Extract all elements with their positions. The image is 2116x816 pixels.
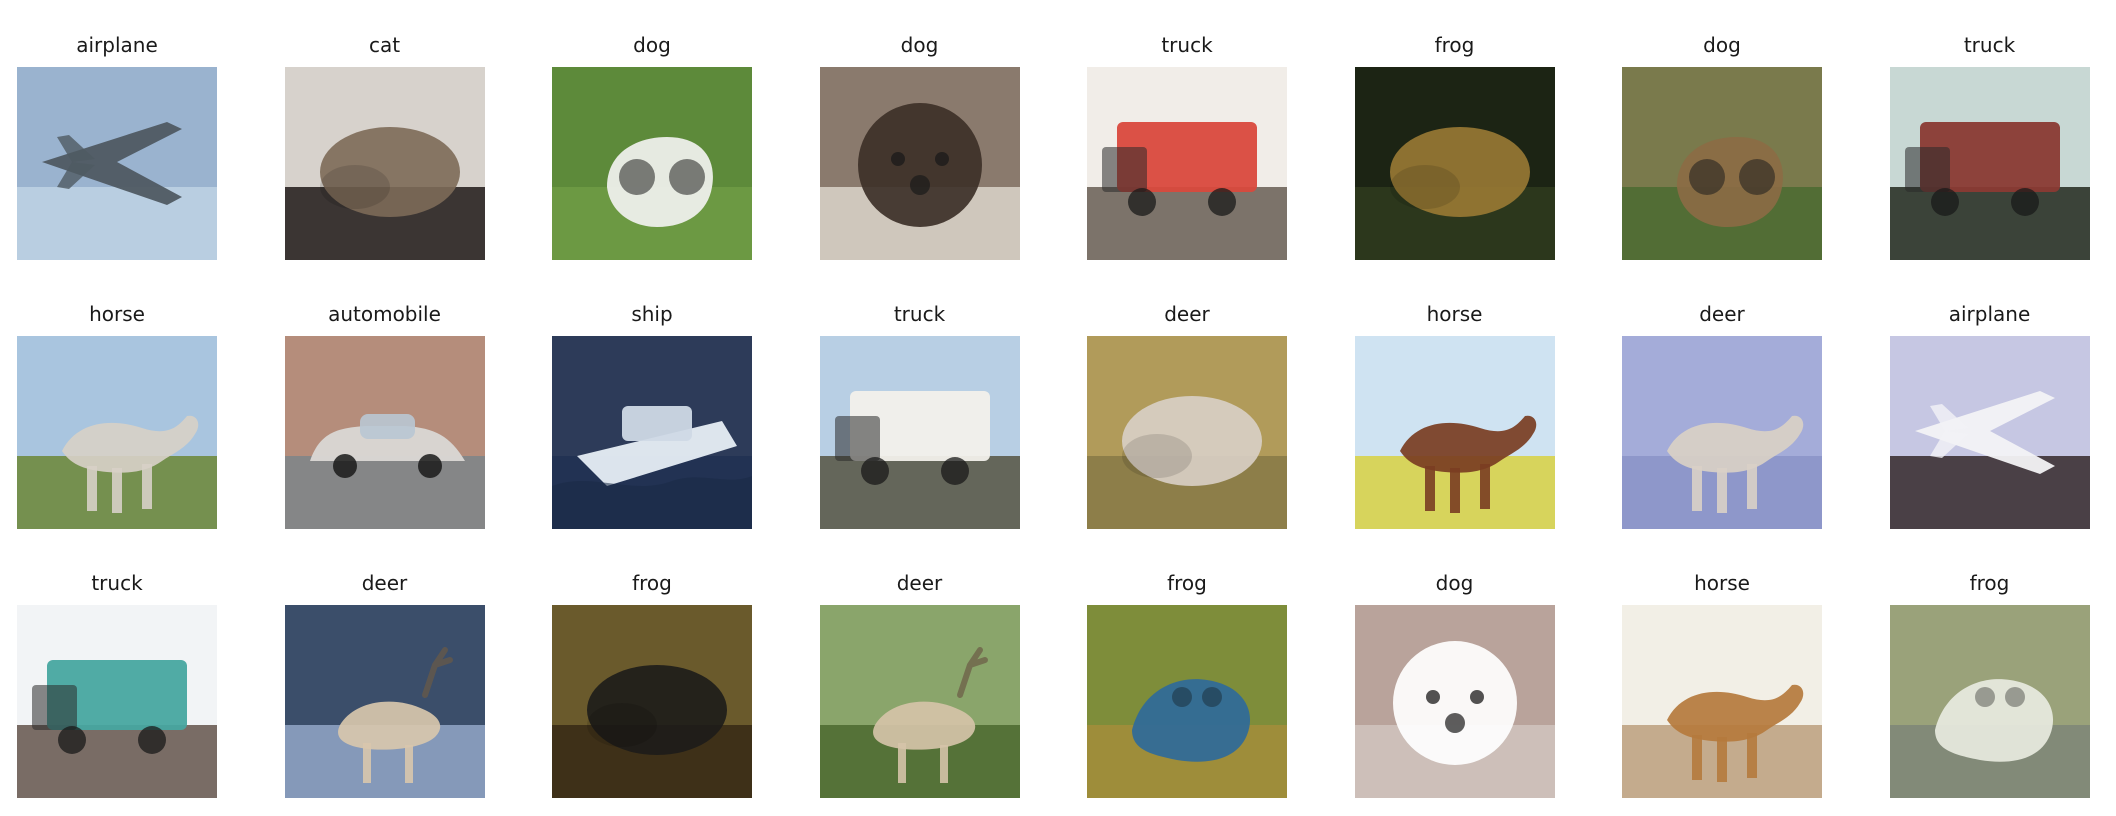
- sample-tile: dog: [552, 33, 752, 261]
- sample-image: [1087, 605, 1287, 798]
- sample-label: frog: [632, 571, 672, 595]
- sample-label: frog: [1969, 571, 2010, 595]
- sample-tile: cat: [284, 33, 485, 261]
- sample-tile: truck: [1889, 33, 2090, 261]
- sample-tile: ship: [552, 302, 752, 530]
- sample-label: dog: [1435, 571, 1474, 595]
- sample-image: [1622, 336, 1822, 529]
- sample-label: airplane: [76, 33, 158, 57]
- sample-image: [552, 67, 752, 260]
- sample-tile: airplane: [1889, 302, 2090, 530]
- sample-tile: frog: [1087, 571, 1287, 799]
- sample-image: [284, 336, 485, 529]
- sample-tile: frog: [1889, 571, 2090, 799]
- sample-label: deer: [896, 571, 943, 595]
- sample-image: [1889, 336, 2090, 529]
- sample-label: truck: [1161, 33, 1213, 57]
- sample-tile: deer: [1087, 302, 1287, 530]
- sample-label: truck: [91, 571, 143, 595]
- sample-image: [1889, 605, 2090, 798]
- sample-label: ship: [631, 302, 673, 326]
- sample-tile: dog: [819, 33, 1020, 261]
- sample-image: [284, 605, 485, 798]
- sample-label: truck: [1963, 33, 2016, 57]
- sample-image: [1889, 67, 2090, 260]
- sample-tile: automobile: [284, 302, 485, 530]
- sample-image: [1354, 605, 1555, 798]
- sample-label: automobile: [328, 302, 441, 326]
- sample-tile: horse: [17, 302, 217, 530]
- sample-tile: truck: [819, 302, 1020, 530]
- sample-image: [1087, 67, 1287, 260]
- sample-label: deer: [361, 571, 408, 595]
- sample-tile: dog: [1354, 571, 1555, 799]
- sample-image: [1622, 605, 1822, 798]
- sample-image: [17, 67, 217, 260]
- sample-image: [17, 605, 217, 798]
- sample-label: deer: [1164, 302, 1210, 326]
- sample-label: airplane: [1948, 302, 2031, 326]
- sample-image: [819, 605, 1020, 798]
- sample-image: [1354, 336, 1555, 529]
- sample-tile: frog: [1354, 33, 1555, 261]
- sample-label: dog: [633, 33, 671, 57]
- sample-image: [1354, 67, 1555, 260]
- sample-image: [819, 67, 1020, 260]
- sample-label: horse: [89, 302, 145, 326]
- sample-label: cat: [368, 33, 401, 57]
- sample-image: [819, 336, 1020, 529]
- sample-tile: frog: [552, 571, 752, 799]
- sample-image: [284, 67, 485, 260]
- sample-tile: truck: [17, 571, 217, 799]
- sample-image: [1087, 336, 1287, 529]
- sample-image: [552, 336, 752, 529]
- sample-image: [1622, 67, 1822, 260]
- sample-tile: deer: [1622, 302, 1822, 530]
- sample-label: truck: [893, 302, 946, 326]
- sample-tile: horse: [1622, 571, 1822, 799]
- sample-label: horse: [1426, 302, 1483, 326]
- sample-tile: airplane: [17, 33, 217, 261]
- sample-tile: horse: [1354, 302, 1555, 530]
- sample-label: frog: [1434, 33, 1475, 57]
- sample-label: dog: [900, 33, 939, 57]
- sample-label: deer: [1699, 302, 1745, 326]
- sample-image: [17, 336, 217, 529]
- sample-tile: deer: [819, 571, 1020, 799]
- sample-tile: deer: [284, 571, 485, 799]
- sample-tile: truck: [1087, 33, 1287, 261]
- sample-tile: dog: [1622, 33, 1822, 261]
- sample-image: [552, 605, 752, 798]
- sample-label: horse: [1694, 571, 1750, 595]
- sample-label: frog: [1167, 571, 1207, 595]
- sample-label: dog: [1703, 33, 1741, 57]
